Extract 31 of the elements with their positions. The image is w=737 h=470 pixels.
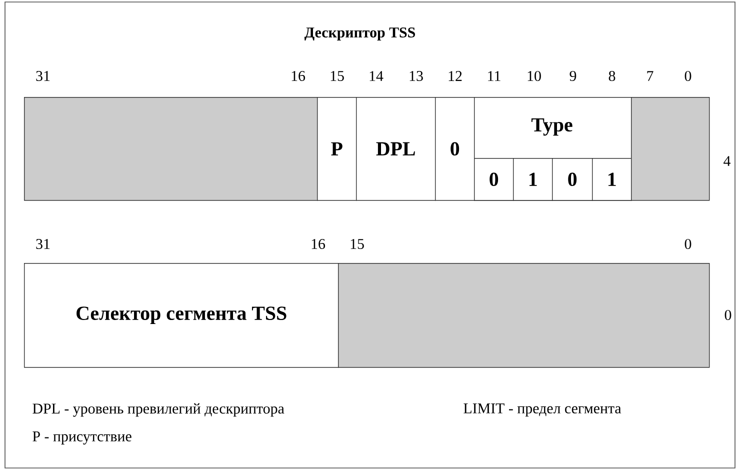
reserved-field-box [24,97,318,201]
note: P - присутствие [32,432,132,444]
selector-field-box: Селектор сегмента TSS [24,262,339,368]
bit-value-box: 0 [474,158,514,201]
bit-value-box: 1 [513,158,553,201]
bit-number: 14 [370,71,384,81]
bit-number: 16 [292,70,306,81]
bit-value-box: 1 [592,158,632,201]
bit-number: 4 [724,156,730,166]
bit-number: 16 [312,238,326,249]
bit-number: 9 [570,70,576,81]
note: DPL - уровень превилегий дескриптора [32,403,284,417]
bit-number: 0 [684,70,692,82]
bit-number: 0 [684,238,692,250]
bit-number: 15 [330,71,344,81]
bit-number: 11 [488,71,500,81]
bit-value-box: 0 [552,158,593,201]
bit-number: 0 [724,310,732,320]
note: LIMIT - предел сегмента [464,404,622,416]
bit-field-box: P [317,97,357,201]
bit-number: 10 [528,70,541,82]
bit-number: 8 [608,70,616,82]
bit-number: 31 [36,238,50,249]
title: Дескриптор TSS [304,27,415,41]
bit-number: 15 [350,239,364,249]
bit-number: 31 [36,70,50,81]
bit-number: 13 [410,70,423,81]
reserved-field-box [338,262,710,368]
reserved-field-box [631,97,710,201]
bit-number: 7 [647,71,654,81]
bit-number: 12 [448,71,462,81]
